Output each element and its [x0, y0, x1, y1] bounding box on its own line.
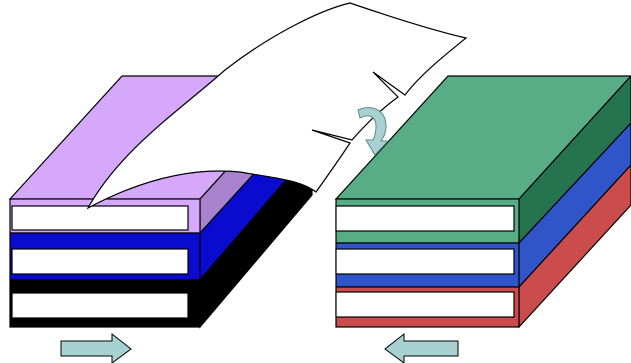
- arrow-left-icon: [384, 332, 459, 363]
- peeling-sheet-shape: [86, 2, 468, 210]
- left-stack-slot-1: [11, 205, 189, 231]
- rotate-arrow-icon: [357, 107, 390, 156]
- right-stack-slot-1: [335, 205, 515, 232]
- arrow-right-icon: [60, 332, 132, 363]
- arrow-left-shape: [384, 332, 459, 363]
- peeling-sheet: [86, 2, 468, 210]
- right-stack: [334, 75, 631, 329]
- right-stack-slot-2: [335, 248, 515, 275]
- left-stack-slot-3: [11, 292, 189, 319]
- left-stack-slot-2: [11, 248, 189, 275]
- arrow-right-shape: [60, 332, 132, 363]
- rotate-arrow-body: [357, 107, 390, 156]
- right-stack-slot-3: [335, 291, 515, 318]
